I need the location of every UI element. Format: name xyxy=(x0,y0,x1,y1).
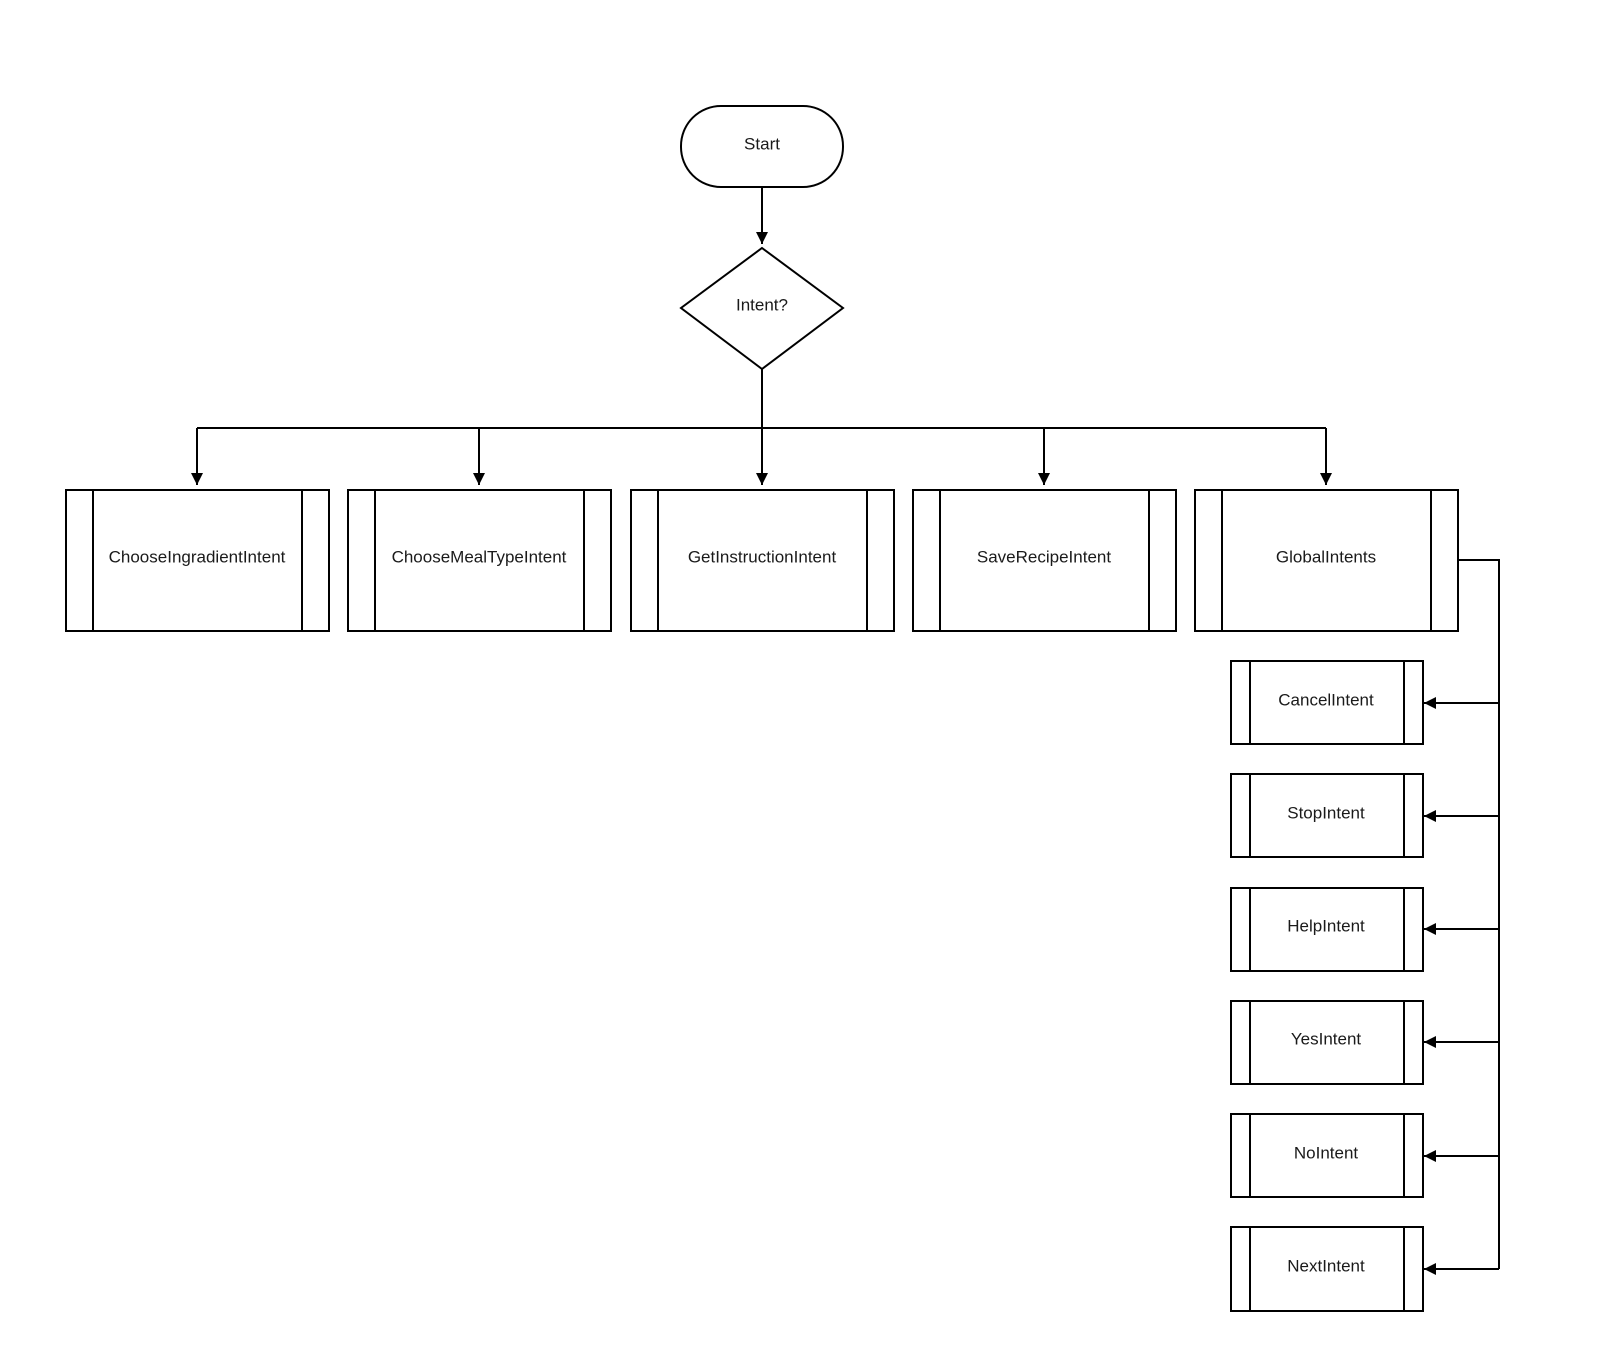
next-label: NextIntent xyxy=(1287,1256,1365,1275)
process-node-next: NextIntent xyxy=(1230,1226,1424,1312)
edges xyxy=(191,187,1500,1275)
choose-meal-type-label: ChooseMealTypeIntent xyxy=(392,547,567,566)
get-instruction-label: GetInstructionIntent xyxy=(688,547,837,566)
stop-label: StopIntent xyxy=(1287,803,1365,822)
decision-label: Intent? xyxy=(736,295,788,314)
process-node-no: NoIntent xyxy=(1230,1113,1424,1198)
process-node-cancel: CancelIntent xyxy=(1230,660,1424,745)
global-intents-label: GlobalIntents xyxy=(1276,547,1376,566)
edge-global-bus xyxy=(1458,559,1500,1269)
process-node-help: HelpIntent xyxy=(1230,887,1424,972)
process-node-choose-ingradient: ChooseIngradientIntent xyxy=(65,489,330,632)
cancel-label: CancelIntent xyxy=(1278,690,1374,709)
process-node-choose-meal-type: ChooseMealTypeIntent xyxy=(347,489,612,632)
process-node-save-recipe: SaveRecipeIntent xyxy=(912,489,1177,632)
process-node-global-intents: GlobalIntents xyxy=(1194,489,1459,632)
start-node: Start xyxy=(680,105,844,188)
process-node-stop: StopIntent xyxy=(1230,773,1424,858)
process-node-yes: YesIntent xyxy=(1230,1000,1424,1085)
help-label: HelpIntent xyxy=(1287,916,1365,935)
process-node-get-instruction: GetInstructionIntent xyxy=(630,489,895,632)
decision-node: Intent? xyxy=(679,246,845,371)
yes-label: YesIntent xyxy=(1291,1029,1362,1048)
save-recipe-label: SaveRecipeIntent xyxy=(977,547,1111,566)
no-label: NoIntent xyxy=(1294,1143,1359,1162)
choose-ingradient-label: ChooseIngradientIntent xyxy=(109,547,286,566)
start-label: Start xyxy=(744,134,780,153)
